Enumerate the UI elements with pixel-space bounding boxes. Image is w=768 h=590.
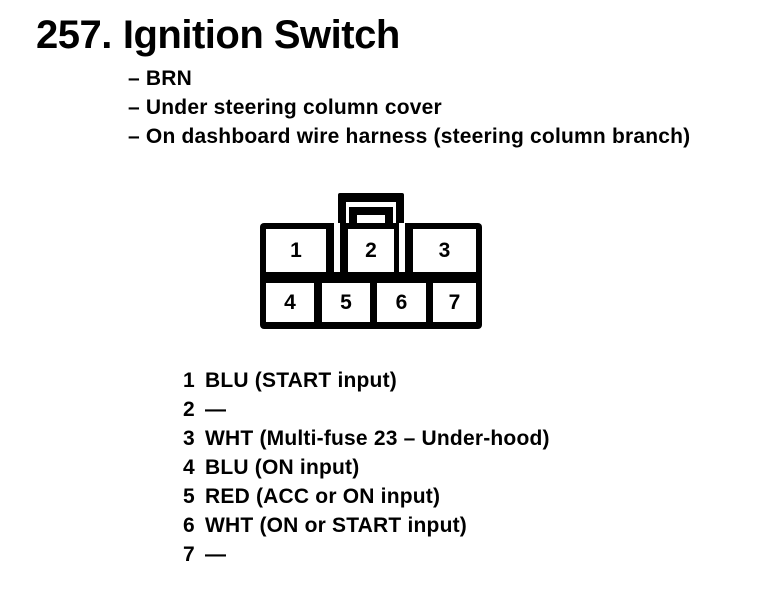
pin-description: BLU (START input) [205,369,397,392]
pin-row: 3 WHT (Multi-fuse 23 – Under-hood) [183,424,550,453]
pin-row: 1 BLU (START input) [183,366,550,395]
pin-row: 7 — [183,540,550,569]
connector-diagram: 1 2 3 4 5 6 7 [260,193,482,329]
connector-tab-wall-right [399,223,405,272]
detail-item-harness: – On dashboard wire harness (steering co… [128,125,691,148]
pin-description: RED (ACC or ON input) [205,485,441,508]
pin-number: 3 [183,427,195,450]
pin-description: WHT (Multi-fuse 23 – Under-hood) [205,427,550,450]
section-number: 257. [36,13,112,57]
connector-lock-latch-inner [357,215,385,223]
connector-cavity-6: 6 [377,283,426,322]
pin-row: 2 — [183,395,550,424]
connector-cavity-4: 4 [266,283,314,322]
pin-number: 7 [183,543,195,566]
detail-list: – BRN – Under steering column cover – On… [128,64,690,151]
detail-item-color: – BRN [128,67,193,90]
page-title: Ignition Switch [122,13,400,57]
pin-number: 6 [183,514,195,537]
pin-number: 1 [183,369,195,392]
pin-description: BLU (ON input) [205,456,360,479]
connector-cavity-3: 3 [413,229,476,272]
pin-list: 1 BLU (START input) 2 — 3 WHT (Multi-fus… [183,366,550,569]
section-heading: 257. Ignition Switch [36,14,400,56]
connector-cavity-7: 7 [433,283,476,322]
connector-tab-wall-left [334,223,340,272]
pin-row: 4 BLU (ON input) [183,453,550,482]
pin-row: 5 RED (ACC or ON input) [183,482,550,511]
detail-item-location: – Under steering column cover [128,96,442,119]
pin-number: 2 [183,398,195,421]
pin-description: — [205,398,227,421]
connector-cavity-1: 1 [266,229,326,272]
connector-cavity-5: 5 [322,283,370,322]
connector-cavity-2: 2 [348,229,394,272]
pin-description: WHT (ON or START input) [205,514,467,537]
pin-row: 6 WHT (ON or START input) [183,511,550,540]
pin-description: — [205,543,227,566]
pin-number: 5 [183,485,195,508]
pin-number: 4 [183,456,195,479]
